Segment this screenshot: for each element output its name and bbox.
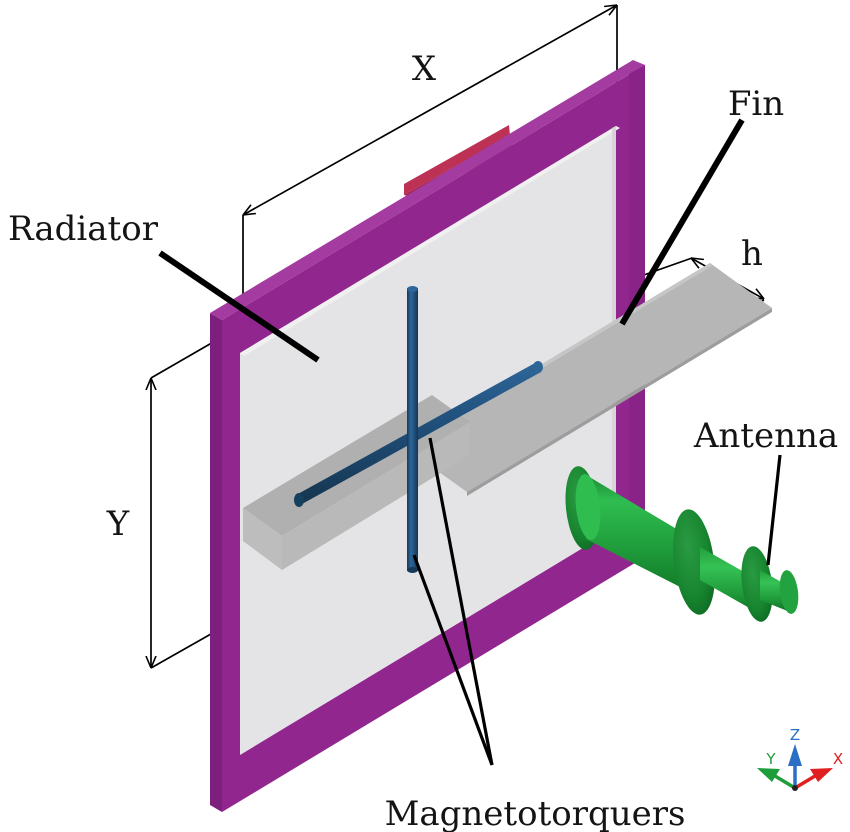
antenna-tip-cap bbox=[779, 570, 799, 614]
antenna-cylinder-cap-rear bbox=[575, 474, 601, 540]
axis-x-label: X bbox=[833, 750, 843, 768]
axis-y-label: Y bbox=[765, 750, 776, 768]
rod-vertical-cap-bottom bbox=[407, 567, 418, 573]
antenna-main-cylinder bbox=[586, 475, 690, 592]
leader-magnetotorquer-1 bbox=[428, 437, 494, 766]
fin-edge-shadow bbox=[467, 308, 772, 496]
radiator-top-highlight bbox=[240, 126, 620, 356]
antenna-mid-disc bbox=[673, 509, 715, 615]
label-antenna: Antenna bbox=[693, 416, 838, 456]
leader-radiator bbox=[158, 250, 320, 363]
panel-side-face bbox=[210, 313, 222, 812]
axis-origin-dot bbox=[792, 785, 798, 791]
axis-x: X bbox=[794, 750, 843, 790]
axis-z-label: Z bbox=[790, 726, 800, 744]
axis-y-arrowhead bbox=[757, 768, 780, 782]
rod-diagonal-cap-left bbox=[294, 493, 304, 507]
axis-z-arrowhead bbox=[788, 744, 802, 766]
axis-x-shaft bbox=[794, 774, 816, 790]
leader-antenna bbox=[766, 454, 782, 566]
leader-fin bbox=[619, 118, 745, 326]
axis-y: Y bbox=[757, 750, 796, 790]
panel-top-bevel bbox=[210, 60, 645, 320]
axis-x-arrowhead bbox=[810, 768, 833, 782]
fin-lower-left-edge bbox=[243, 508, 282, 570]
dimension-x: X bbox=[242, 5, 618, 333]
magnetotorquer-rod-vertical bbox=[407, 286, 418, 573]
rod-vertical-body bbox=[407, 288, 418, 571]
dimension-h-label: h bbox=[741, 234, 763, 274]
rod-diagonal-body bbox=[296, 363, 541, 504]
fin-lower-front bbox=[282, 422, 470, 570]
axis-triad: Z Y X bbox=[757, 726, 843, 791]
leader-lines bbox=[158, 118, 782, 766]
axis-z: Z bbox=[788, 726, 802, 788]
label-magnetotorquers: Magnetotorquers bbox=[385, 794, 686, 832]
antenna-assembly bbox=[565, 466, 799, 622]
magnetotorquer-rod-diagonal bbox=[294, 361, 543, 507]
red-strip-top bbox=[404, 125, 510, 195]
dimension-x-label: X bbox=[412, 49, 437, 89]
leader-magnetotorquer-2 bbox=[412, 554, 494, 766]
label-fin: Fin bbox=[728, 84, 784, 124]
dimension-x-line bbox=[243, 5, 617, 215]
axis-y-shaft bbox=[774, 774, 796, 790]
rod-vertical-cap-top bbox=[407, 286, 418, 292]
dimension-y-label: Y bbox=[106, 504, 130, 544]
fin-upper-plate bbox=[404, 263, 772, 492]
label-radiator: Radiator bbox=[8, 209, 159, 249]
antenna-small-disc bbox=[741, 546, 773, 622]
rod-diagonal-cap-right bbox=[533, 361, 543, 373]
magnetotorquer-rods bbox=[294, 286, 543, 573]
